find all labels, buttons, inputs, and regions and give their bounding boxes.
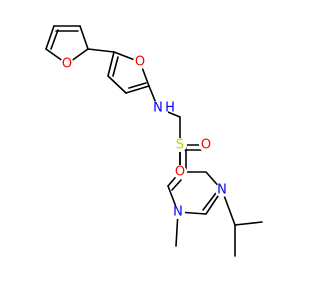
bond bbox=[112, 56, 119, 77]
bond bbox=[125, 85, 150, 94]
atom-label-oxygen: O bbox=[175, 165, 185, 180]
bond bbox=[171, 179, 182, 191]
bond bbox=[45, 25, 55, 50]
bond bbox=[234, 221, 263, 226]
atom-label-nitrogen: N bbox=[153, 101, 163, 116]
atom-label-oxygen: O bbox=[135, 55, 145, 70]
atom-label-sulfur: S bbox=[176, 138, 184, 153]
bond bbox=[79, 25, 89, 50]
molecule-diagram: O O N H S O O N N bbox=[45, 25, 263, 257]
bond bbox=[202, 192, 217, 211]
bond bbox=[107, 51, 115, 77]
atom-label-nitrogen: N bbox=[173, 205, 183, 220]
bond bbox=[107, 75, 127, 94]
atom-label-hydrogen: H bbox=[165, 101, 175, 116]
bond bbox=[50, 29, 59, 50]
bond bbox=[128, 82, 147, 89]
atom-layer: O O N H S O O N N bbox=[60, 55, 229, 220]
atom-label-oxygen: O bbox=[62, 57, 72, 72]
bond-layer bbox=[45, 25, 263, 257]
bond bbox=[87, 48, 115, 53]
atom-label-nitrogen: N bbox=[217, 183, 227, 198]
atom-label-oxygen: O bbox=[201, 138, 211, 153]
